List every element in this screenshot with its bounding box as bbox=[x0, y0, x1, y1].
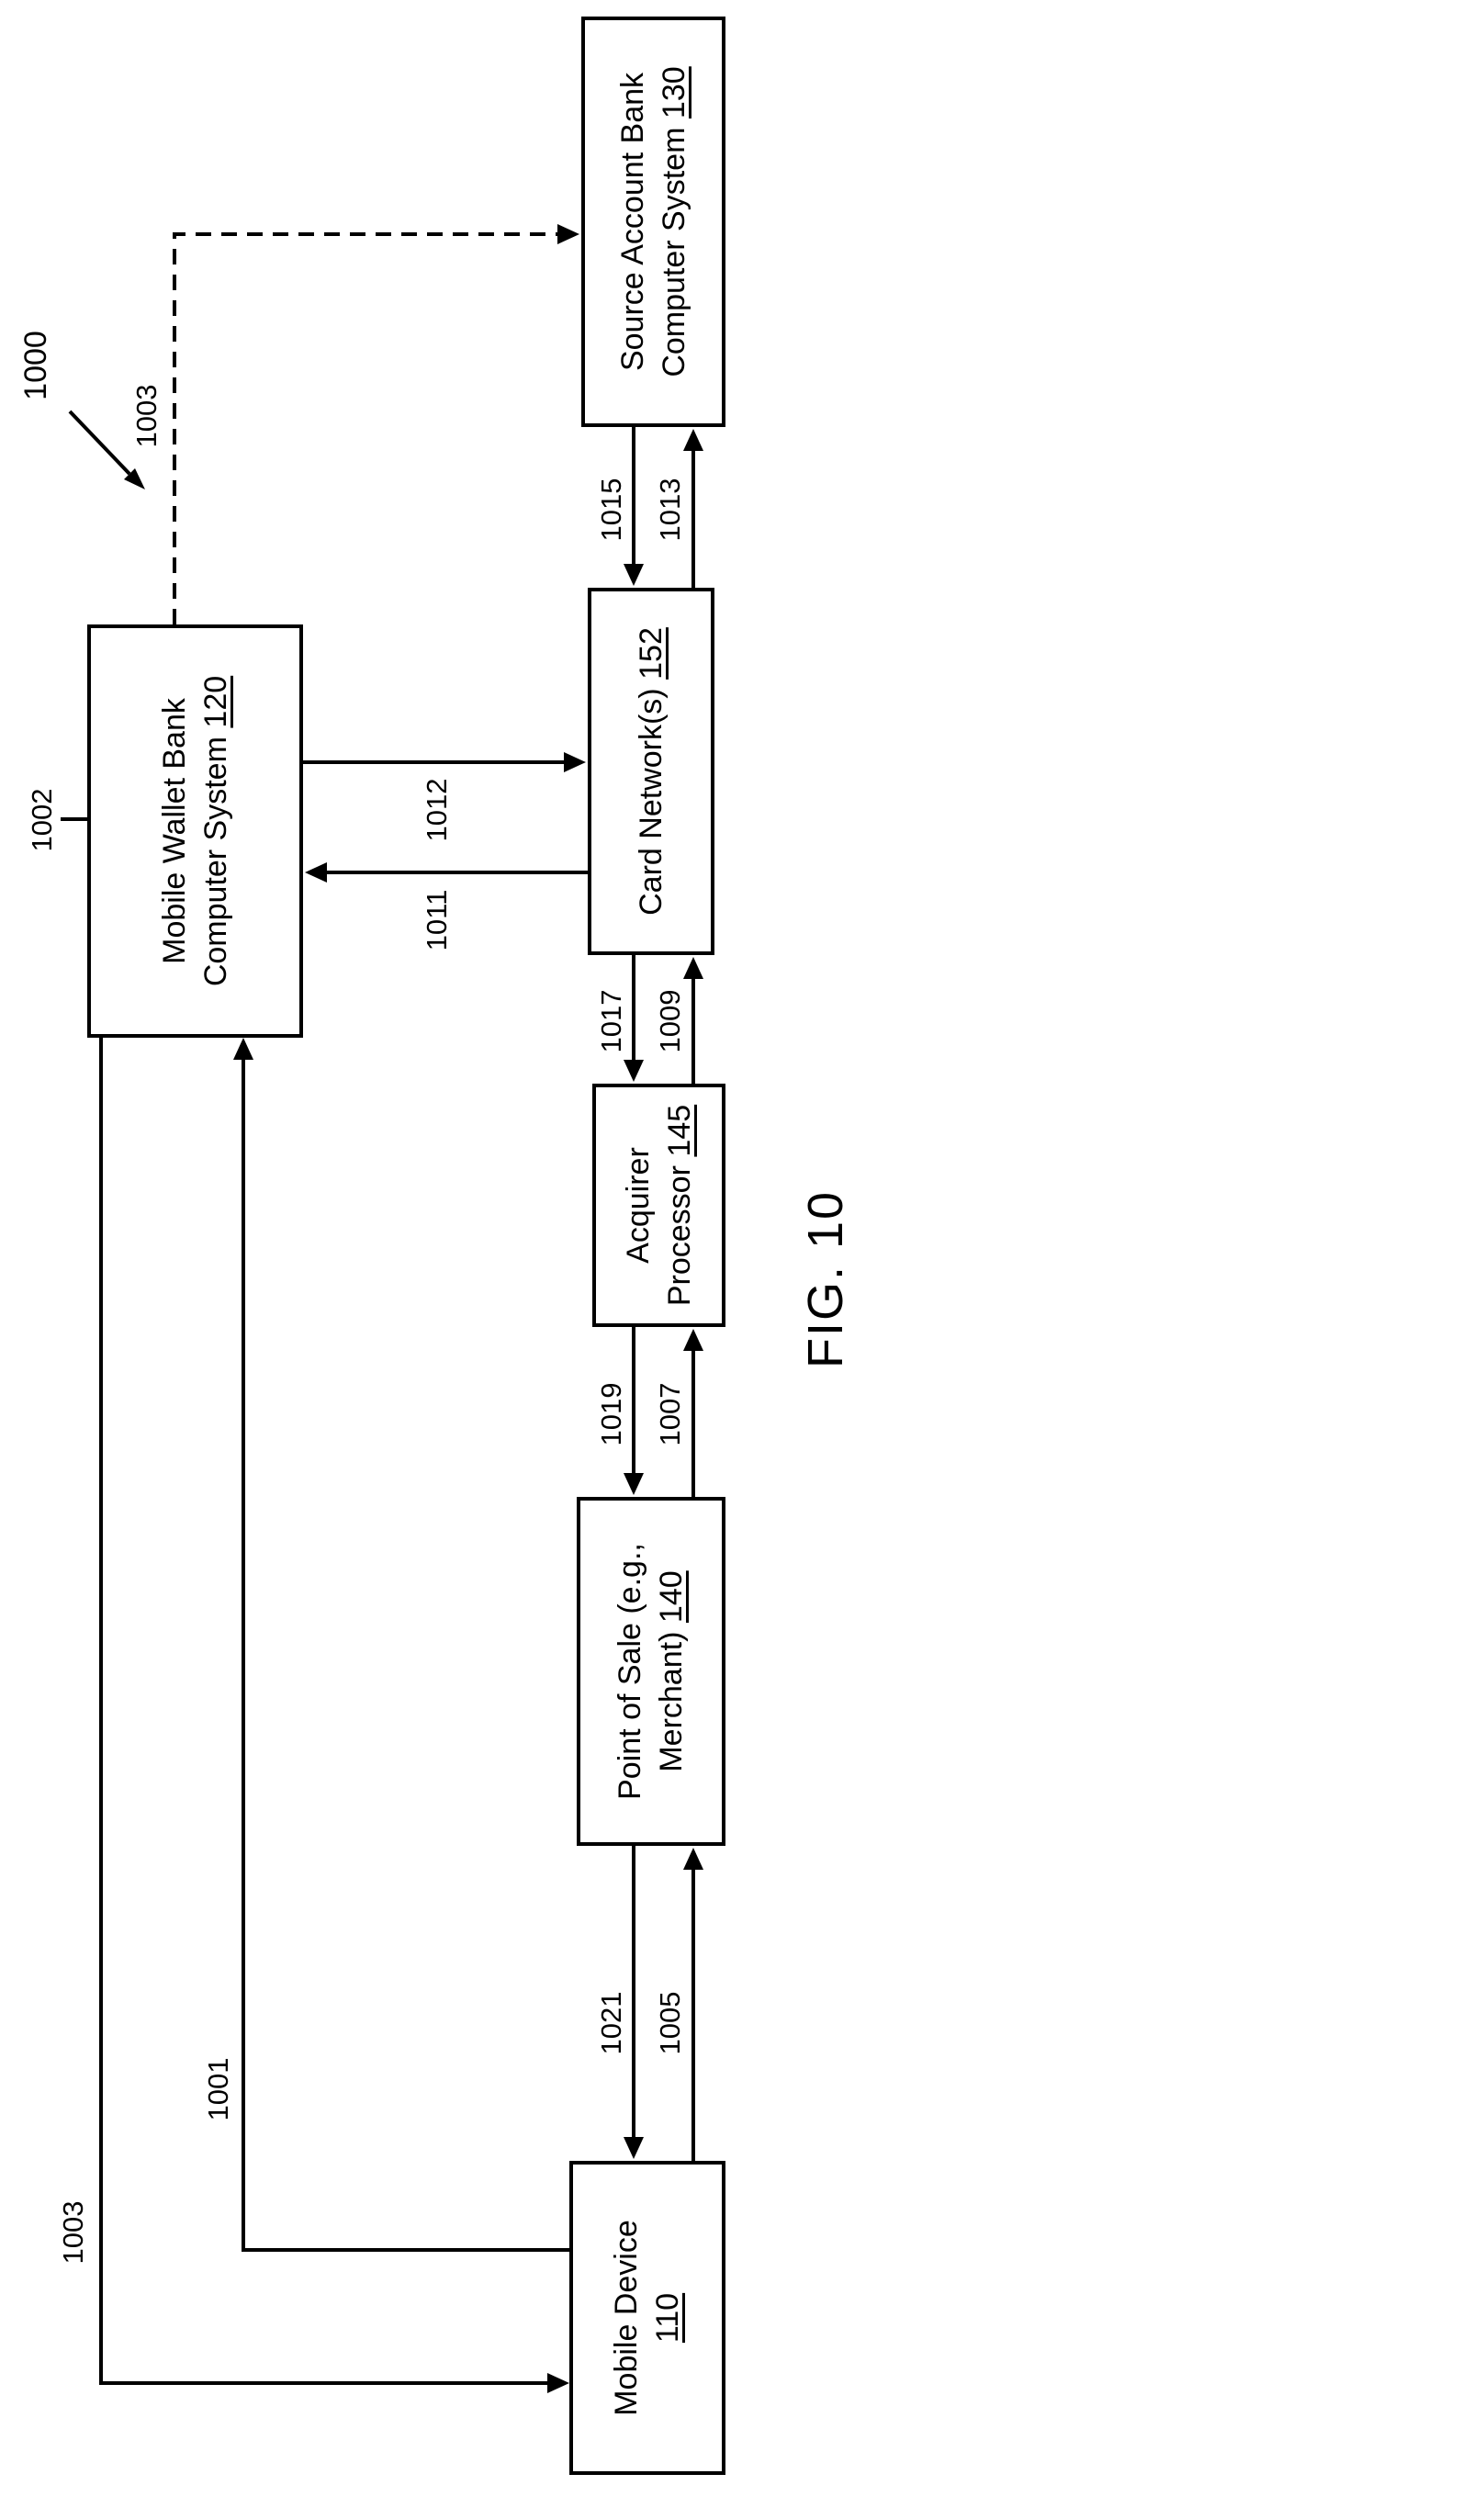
flow-1017-arrowhead-icon bbox=[624, 1060, 644, 1082]
flow-label-1015: 1015 bbox=[595, 478, 627, 542]
box-acquirer-processor-line2: Processor bbox=[661, 1165, 697, 1307]
box-mobile-device: Mobile Device 110 bbox=[569, 2161, 725, 2475]
ref-label-1002: 1002 bbox=[26, 788, 58, 852]
box-mobile-device-refline: 110 bbox=[647, 2293, 689, 2343]
box-source-account-bank-line2: Computer System bbox=[656, 127, 691, 377]
box-mobile-wallet-bank-line1: Mobile Wallet Bank bbox=[156, 698, 192, 964]
box-acquirer-processor-line1: Acquirer bbox=[620, 1147, 656, 1264]
box-source-account-bank-refline: Computer System 130 bbox=[654, 66, 695, 377]
box-mobile-device-ref: 110 bbox=[650, 2292, 685, 2344]
box-point-of-sale: Point of Sale (e.g., Merchant) 140 bbox=[577, 1497, 725, 1846]
box-acquirer-processor: Acquirer Processor 145 bbox=[592, 1084, 725, 1327]
flow-1013-arrowhead-icon bbox=[683, 429, 703, 451]
flow-label-1011: 1011 bbox=[421, 889, 453, 951]
box-mobile-wallet-bank-title: Mobile Wallet Bank bbox=[154, 698, 196, 964]
flow-1003-source-dashed-line bbox=[173, 232, 557, 624]
box-card-network-ref: 152 bbox=[633, 627, 669, 680]
flow-label-1007: 1007 bbox=[654, 1382, 686, 1446]
box-mobile-wallet-bank-ref: 120 bbox=[197, 675, 233, 728]
box-mobile-device-line1: Mobile Device bbox=[609, 2220, 645, 2416]
flow-1012-arrowhead-icon bbox=[564, 752, 586, 772]
flow-1003-device-arrowhead-icon bbox=[547, 2373, 569, 2393]
ref-1000-arrowhead-icon bbox=[124, 468, 145, 489]
box-mobile-wallet-bank-line2: Computer System bbox=[197, 737, 233, 987]
flow-1003-source-arrowhead-icon bbox=[557, 224, 579, 244]
box-card-network-line1: Card Network(s) bbox=[633, 688, 669, 916]
box-card-network: Card Network(s) 152 bbox=[588, 588, 714, 955]
flow-label-1001: 1001 bbox=[202, 2057, 234, 2121]
box-source-account-bank-ref: 130 bbox=[656, 66, 691, 119]
flow-1009-arrowhead-icon bbox=[683, 957, 703, 979]
flow-label-1009: 1009 bbox=[654, 989, 686, 1053]
flow-label-1017: 1017 bbox=[595, 989, 627, 1053]
box-source-account-bank-line1: Source Account Bank bbox=[614, 72, 650, 372]
flow-label-1021: 1021 bbox=[595, 1991, 627, 2055]
flow-1021-arrowhead-icon bbox=[624, 2137, 644, 2159]
flow-label-1005: 1005 bbox=[654, 1991, 686, 2055]
flow-1007-arrowhead-icon bbox=[683, 1329, 703, 1351]
box-point-of-sale-line2: Merchant) bbox=[654, 1631, 689, 1772]
box-point-of-sale-refline: Merchant) 140 bbox=[651, 1570, 692, 1771]
box-point-of-sale-title: Point of Sale (e.g., bbox=[610, 1543, 651, 1800]
flow-label-1013: 1013 bbox=[654, 478, 686, 542]
box-acquirer-processor-refline: Processor 145 bbox=[659, 1105, 701, 1306]
box-point-of-sale-ref: 140 bbox=[654, 1570, 689, 1624]
box-acquirer-processor-ref: 145 bbox=[661, 1104, 697, 1157]
figure-caption: FIG. 10 bbox=[798, 1189, 853, 1369]
flow-label-1012: 1012 bbox=[421, 778, 453, 842]
flow-1011-arrowhead-icon bbox=[305, 862, 327, 883]
box-mobile-wallet-bank-refline: Computer System 120 bbox=[196, 676, 237, 986]
box-card-network-refline: Card Network(s) 152 bbox=[631, 627, 672, 916]
box-point-of-sale-line1: Point of Sale (e.g., bbox=[613, 1543, 648, 1800]
box-source-account-bank: Source Account Bank Computer System 130 bbox=[581, 17, 725, 427]
flow-1005-arrowhead-icon bbox=[683, 1848, 703, 1870]
box-mobile-wallet-bank: Mobile Wallet Bank Computer System 120 bbox=[87, 624, 303, 1038]
flow-label-1003-to-source: 1003 bbox=[130, 384, 163, 448]
flow-1001-arrowhead-icon bbox=[233, 1038, 253, 1060]
box-acquirer-processor-title: Acquirer bbox=[618, 1147, 659, 1264]
flow-1015-arrowhead-icon bbox=[624, 564, 644, 586]
box-source-account-bank-title: Source Account Bank bbox=[613, 73, 654, 371]
ref-label-1000: 1000 bbox=[18, 331, 53, 400]
flow-label-1003-to-device: 1003 bbox=[57, 2200, 89, 2265]
flow-1019-arrowhead-icon bbox=[624, 1473, 644, 1495]
ref-1000-arrow-line bbox=[68, 410, 131, 476]
flow-label-1019: 1019 bbox=[595, 1382, 627, 1446]
box-mobile-device-title: Mobile Device bbox=[606, 2220, 647, 2416]
